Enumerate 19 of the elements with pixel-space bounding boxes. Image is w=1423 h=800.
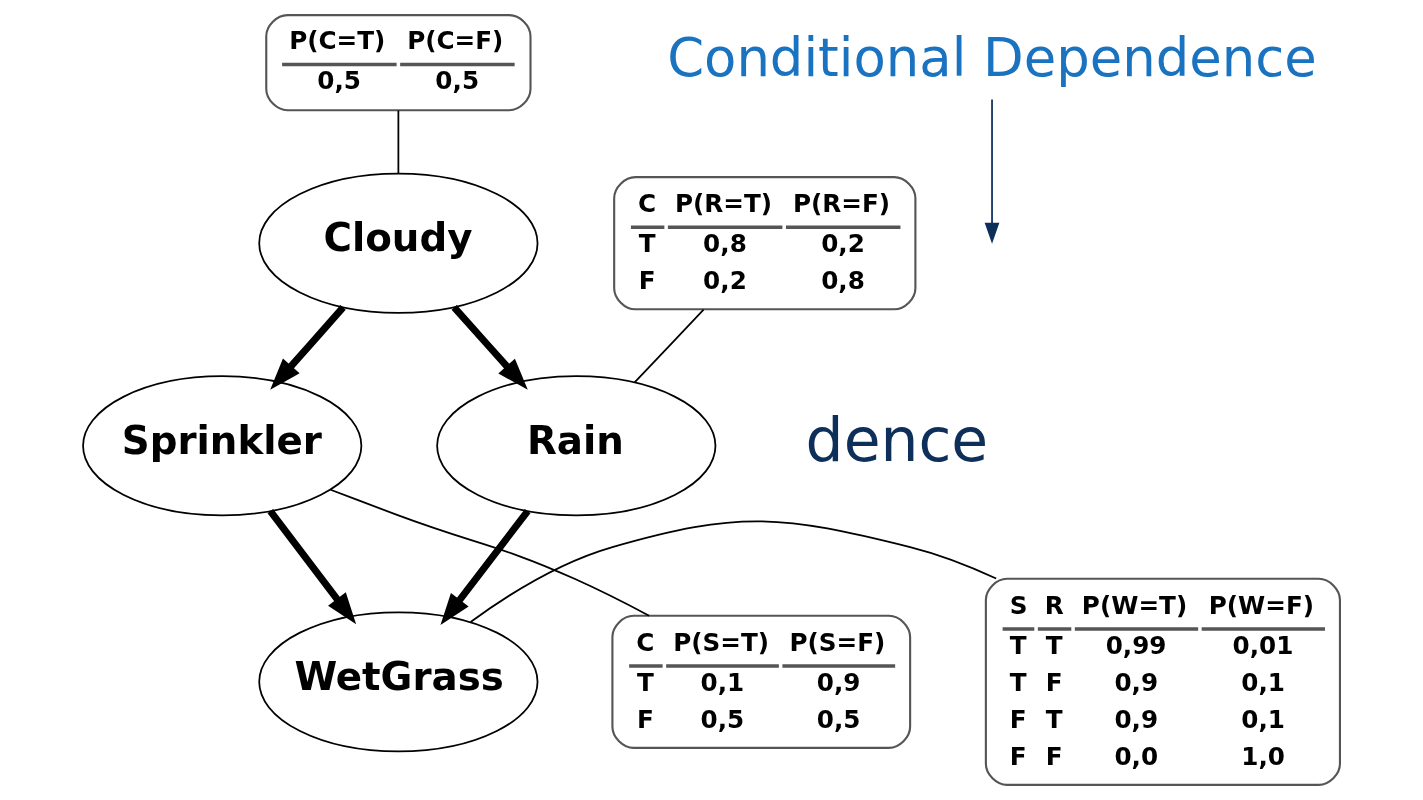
node-ellipse: Rain: [436, 375, 717, 517]
arrow: [440, 508, 531, 626]
node-ellipse: Sprinkler: [82, 375, 363, 517]
node-ellipse: WetGrass: [258, 611, 539, 753]
node-box: C P(S=T) P(S=F) T 0,1 0,9 F 0,5 0,5: [611, 614, 912, 749]
arrow: [270, 305, 346, 390]
node-text: Conditional Dependence: [667, 26, 1317, 88]
connector: [397, 109, 400, 175]
arrow: [267, 508, 357, 625]
arrow: [984, 98, 1000, 244]
node-box: S R P(W=T) P(W=F) T T 0,99 0,01 T F 0,9 0,1 F T 0,9 0,1 F F 0,0 1,0: [984, 577, 1341, 786]
label: dence: [805, 405, 989, 476]
arrow: [451, 305, 528, 390]
connector: [633, 308, 705, 384]
connector: [329, 488, 650, 617]
node-ellipse: Cloudy: [258, 172, 539, 314]
node-box: P(C=T) P(C=F) 0,5 0,5: [265, 14, 532, 112]
connector: [469, 520, 998, 623]
node-box: C P(R=T) P(R=F) T 0,8 0,2 F 0,2 0,8: [613, 176, 917, 311]
